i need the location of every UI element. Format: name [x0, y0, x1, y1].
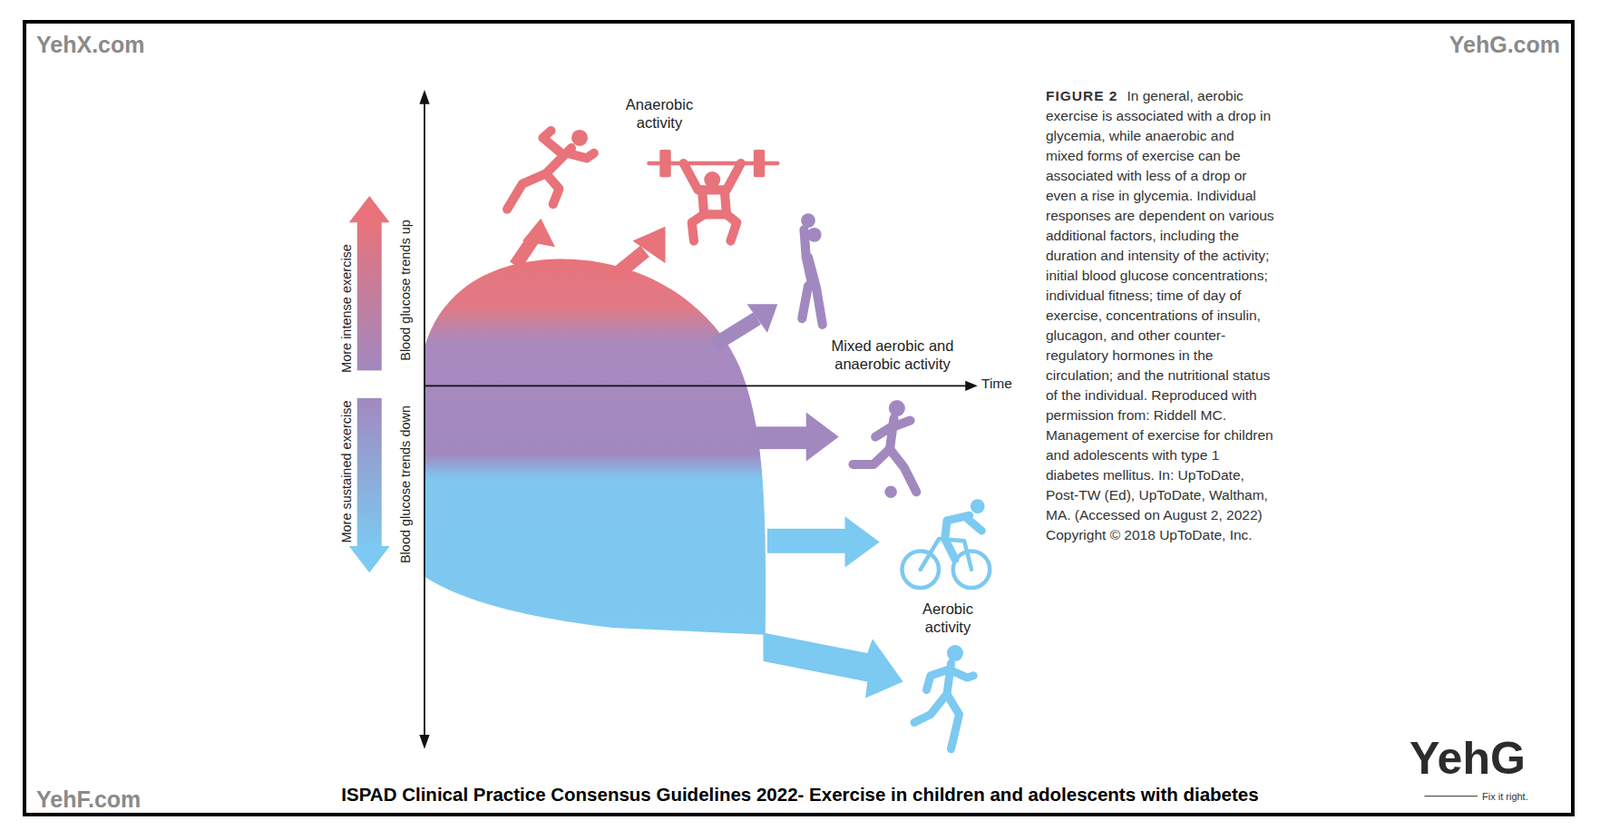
trend-label: More sustained exercise [339, 400, 355, 543]
figure-number: FIGURE 2 [1045, 87, 1118, 104]
watermark: YehG.com [1449, 30, 1561, 59]
activity-label: Anaerobic activity [609, 96, 710, 133]
watermark: YehX.com [36, 30, 146, 59]
activity-label: Aerobic activity [897, 600, 998, 637]
page-title: ISPAD Clinical Practice Consensus Guidel… [0, 783, 1600, 806]
axis-label: Time [981, 375, 1013, 393]
trend-label: More intense exercise [339, 243, 355, 373]
watermark: YehF.com [36, 785, 141, 813]
logo-tagline: Fix it right. [1482, 790, 1529, 803]
caption-block: FIGURE 2In general, aerobic exercise is … [1045, 86, 1275, 546]
page-frame [22, 19, 1575, 817]
caption-text: In general, aerobic exercise is associat… [1045, 87, 1275, 543]
activity-label: Mixed aerobic and anaerobic activity [813, 337, 973, 374]
logo-text: YehG [1409, 731, 1526, 786]
trend-label: Blood glucose trends down [398, 405, 414, 564]
trend-label: Blood glucose trends up [398, 219, 414, 361]
title-text: ISPAD Clinical Practice Consensus Guidel… [341, 783, 1259, 805]
